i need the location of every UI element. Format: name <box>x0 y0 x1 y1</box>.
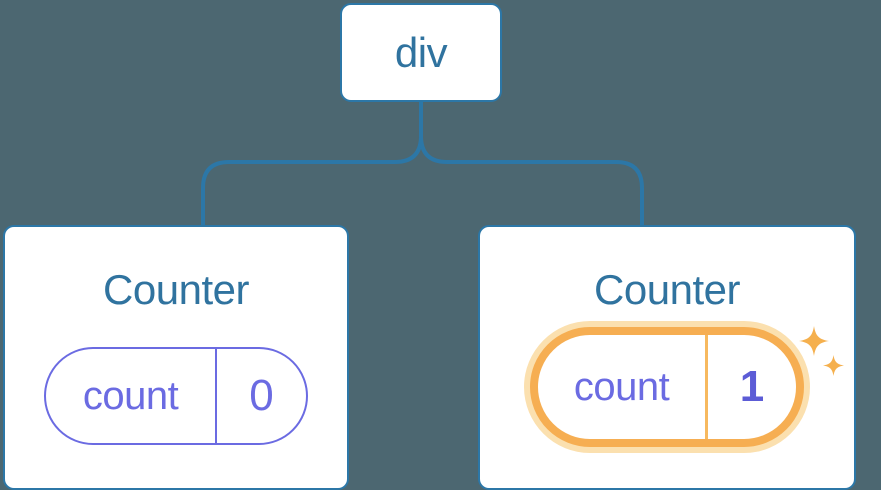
state-pill: count 0 <box>44 347 308 445</box>
sparkle-icon-small <box>823 355 844 376</box>
counter-card-right: Counter count 1 <box>478 225 856 490</box>
state-value: 0 <box>249 371 274 420</box>
state-pill-highlighted: count 1 <box>530 327 804 447</box>
root-node-div: div <box>340 3 502 102</box>
page-bottom-strip <box>0 490 881 495</box>
state-name-label: count <box>46 349 218 443</box>
sparkle-icon-large <box>799 326 829 356</box>
component-title: Counter <box>103 266 249 313</box>
component-title: Counter <box>594 266 740 313</box>
counter-card-left: Counter count 0 <box>3 225 349 490</box>
state-name-label: count <box>538 335 709 439</box>
state-value: 1 <box>739 362 765 411</box>
root-node-label: div <box>394 28 448 76</box>
